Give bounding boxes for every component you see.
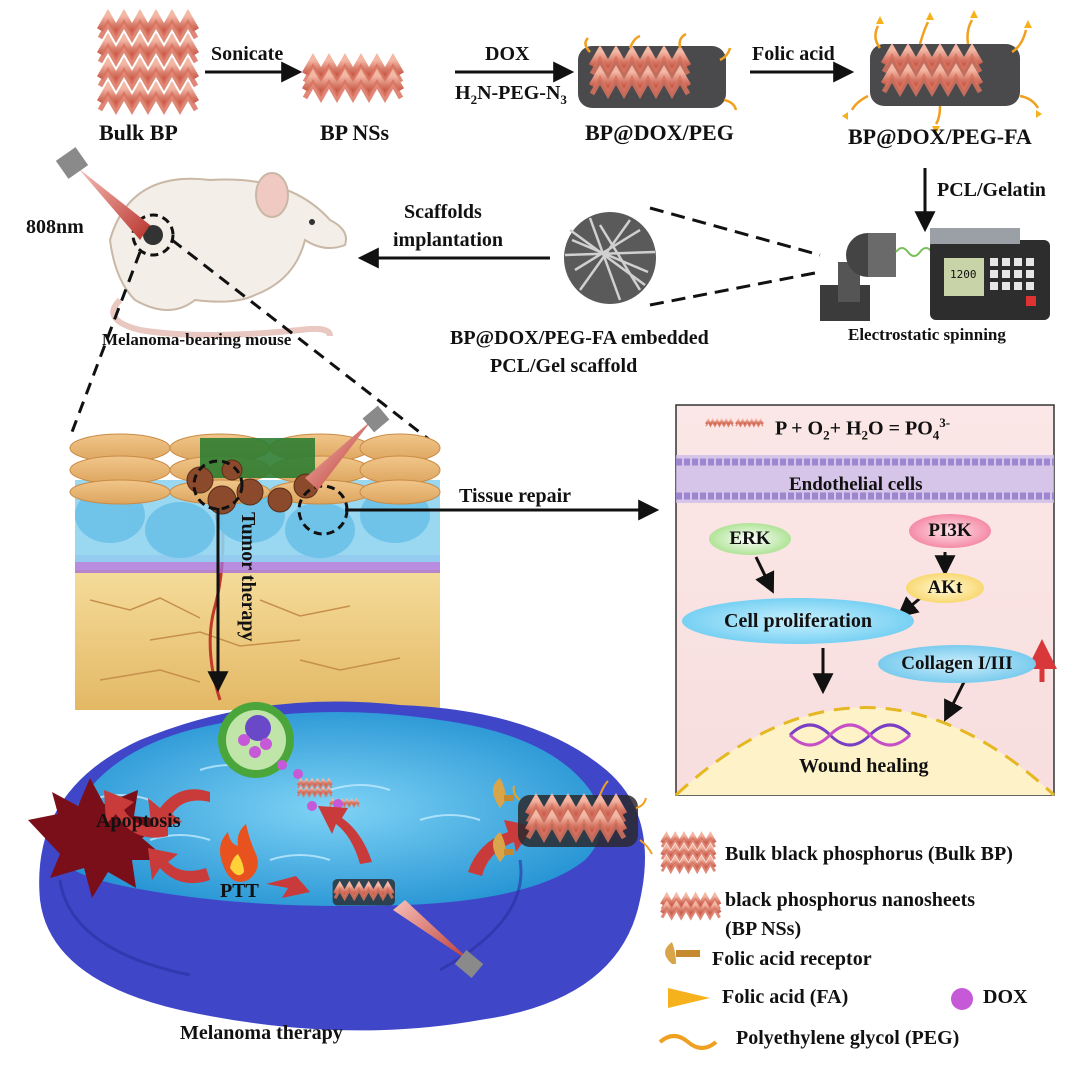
label-mouse: Melanoma-bearing mouse <box>102 330 292 349</box>
pill-collagen: Collagen I/III <box>878 645 1036 683</box>
bp-nanoparticle-in-cell <box>332 879 395 906</box>
endothelial-layer <box>676 455 1054 503</box>
pump-display: 1200 <box>950 268 977 281</box>
legend-bp-nss-icon <box>662 896 720 918</box>
label-sonicate: Sonicate <box>211 43 284 65</box>
bp-dox-peg-fa-near-cell <box>512 780 653 855</box>
arrow-erk <box>754 556 775 594</box>
label-bp-dox-peg-fa: BP@DOX/PEG-FA <box>848 124 1032 149</box>
flame-icon <box>220 824 258 882</box>
bp-dox-peg-graphic <box>578 32 738 111</box>
zoom-line-upper <box>649 206 821 257</box>
legend-dox: DOX <box>983 986 1028 1008</box>
legend-dox-icon <box>951 988 973 1010</box>
label-808nm: 808nm <box>26 216 84 238</box>
folic-acid-receptor-right <box>493 778 514 862</box>
mouse-illustration <box>55 147 347 338</box>
legend-bulk-bp: Bulk black phosphorus (Bulk BP) <box>725 843 1013 865</box>
legend-receptor: Folic acid receptor <box>712 948 872 970</box>
arrow-collagen <box>944 679 967 722</box>
pill-cell-proliferation: Cell proliferation <box>682 598 914 644</box>
legend-peg: Polyethylene glycol (PEG) <box>736 1027 960 1049</box>
label-apoptosis: Apoptosis <box>96 810 181 832</box>
label-folic-acid: Folic acid <box>752 43 835 65</box>
electrospinning-device <box>820 228 1050 321</box>
label-bp-nss: BP NSs <box>320 120 390 145</box>
pill-erk: ERK <box>709 523 791 555</box>
label-scaffolds: Scaffolds <box>404 201 482 223</box>
label-tumor-therapy: Tumor therapy <box>237 512 259 642</box>
nucleus-arc <box>674 706 1056 797</box>
legend-bp-nss-2: (BP NSs) <box>725 918 802 940</box>
label-pcl-gelatin: PCL/Gelatin <box>937 179 1046 201</box>
skin-tissue-block <box>69 405 441 710</box>
label-scaffold-2: PCL/Gel scaffold <box>490 355 638 377</box>
melanoma-cell <box>28 701 645 1031</box>
pill-akt: AKt <box>906 573 984 603</box>
dna-helix-icon <box>788 723 912 747</box>
legend-folic-acid-icon <box>668 988 710 1008</box>
zoom-line-lower <box>649 270 821 307</box>
label-bp-dox-peg: BP@DOX/PEG <box>585 120 734 145</box>
scaffold-sem-image <box>564 212 656 304</box>
label-scaffold-1: BP@DOX/PEG-FA embedded <box>450 327 709 349</box>
label-electrostatic: Electrostatic spinning <box>848 325 1006 344</box>
apoptosis-burst <box>28 778 170 898</box>
legend-bp-nss-1: black phosphorus nanosheets <box>725 889 976 911</box>
label-dox: DOX <box>485 43 530 65</box>
label-implantation: implantation <box>393 229 504 251</box>
label-tissue-repair: Tissue repair <box>459 485 572 507</box>
zoom-line-left <box>70 251 142 433</box>
label-endothelial: Endothelial cells <box>789 474 923 495</box>
label-wound-healing: Wound healing <box>799 755 929 777</box>
legend-receptor-icon <box>665 942 700 964</box>
label-equation: P + O2+ H2O = PO43- <box>775 415 951 443</box>
bp-nss-graphic <box>305 60 401 98</box>
pill-pi3k: PI3K <box>909 514 991 548</box>
label-ptt: PTT <box>220 880 259 902</box>
legend-bulk-bp-icon <box>660 833 717 874</box>
legend-folic-acid: Folic acid (FA) <box>722 986 849 1008</box>
bp-dox-peg-fa-graphic <box>842 10 1042 134</box>
label-h2n-peg-n3: H2N-PEG-N3 <box>455 82 567 107</box>
bulk-bp-graphic <box>100 16 196 110</box>
label-melanoma-therapy: Melanoma therapy <box>180 1022 343 1044</box>
label-bulk-bp: Bulk BP <box>99 120 178 145</box>
zoom-line-right <box>171 238 441 450</box>
legend-peg-icon <box>658 1034 718 1050</box>
